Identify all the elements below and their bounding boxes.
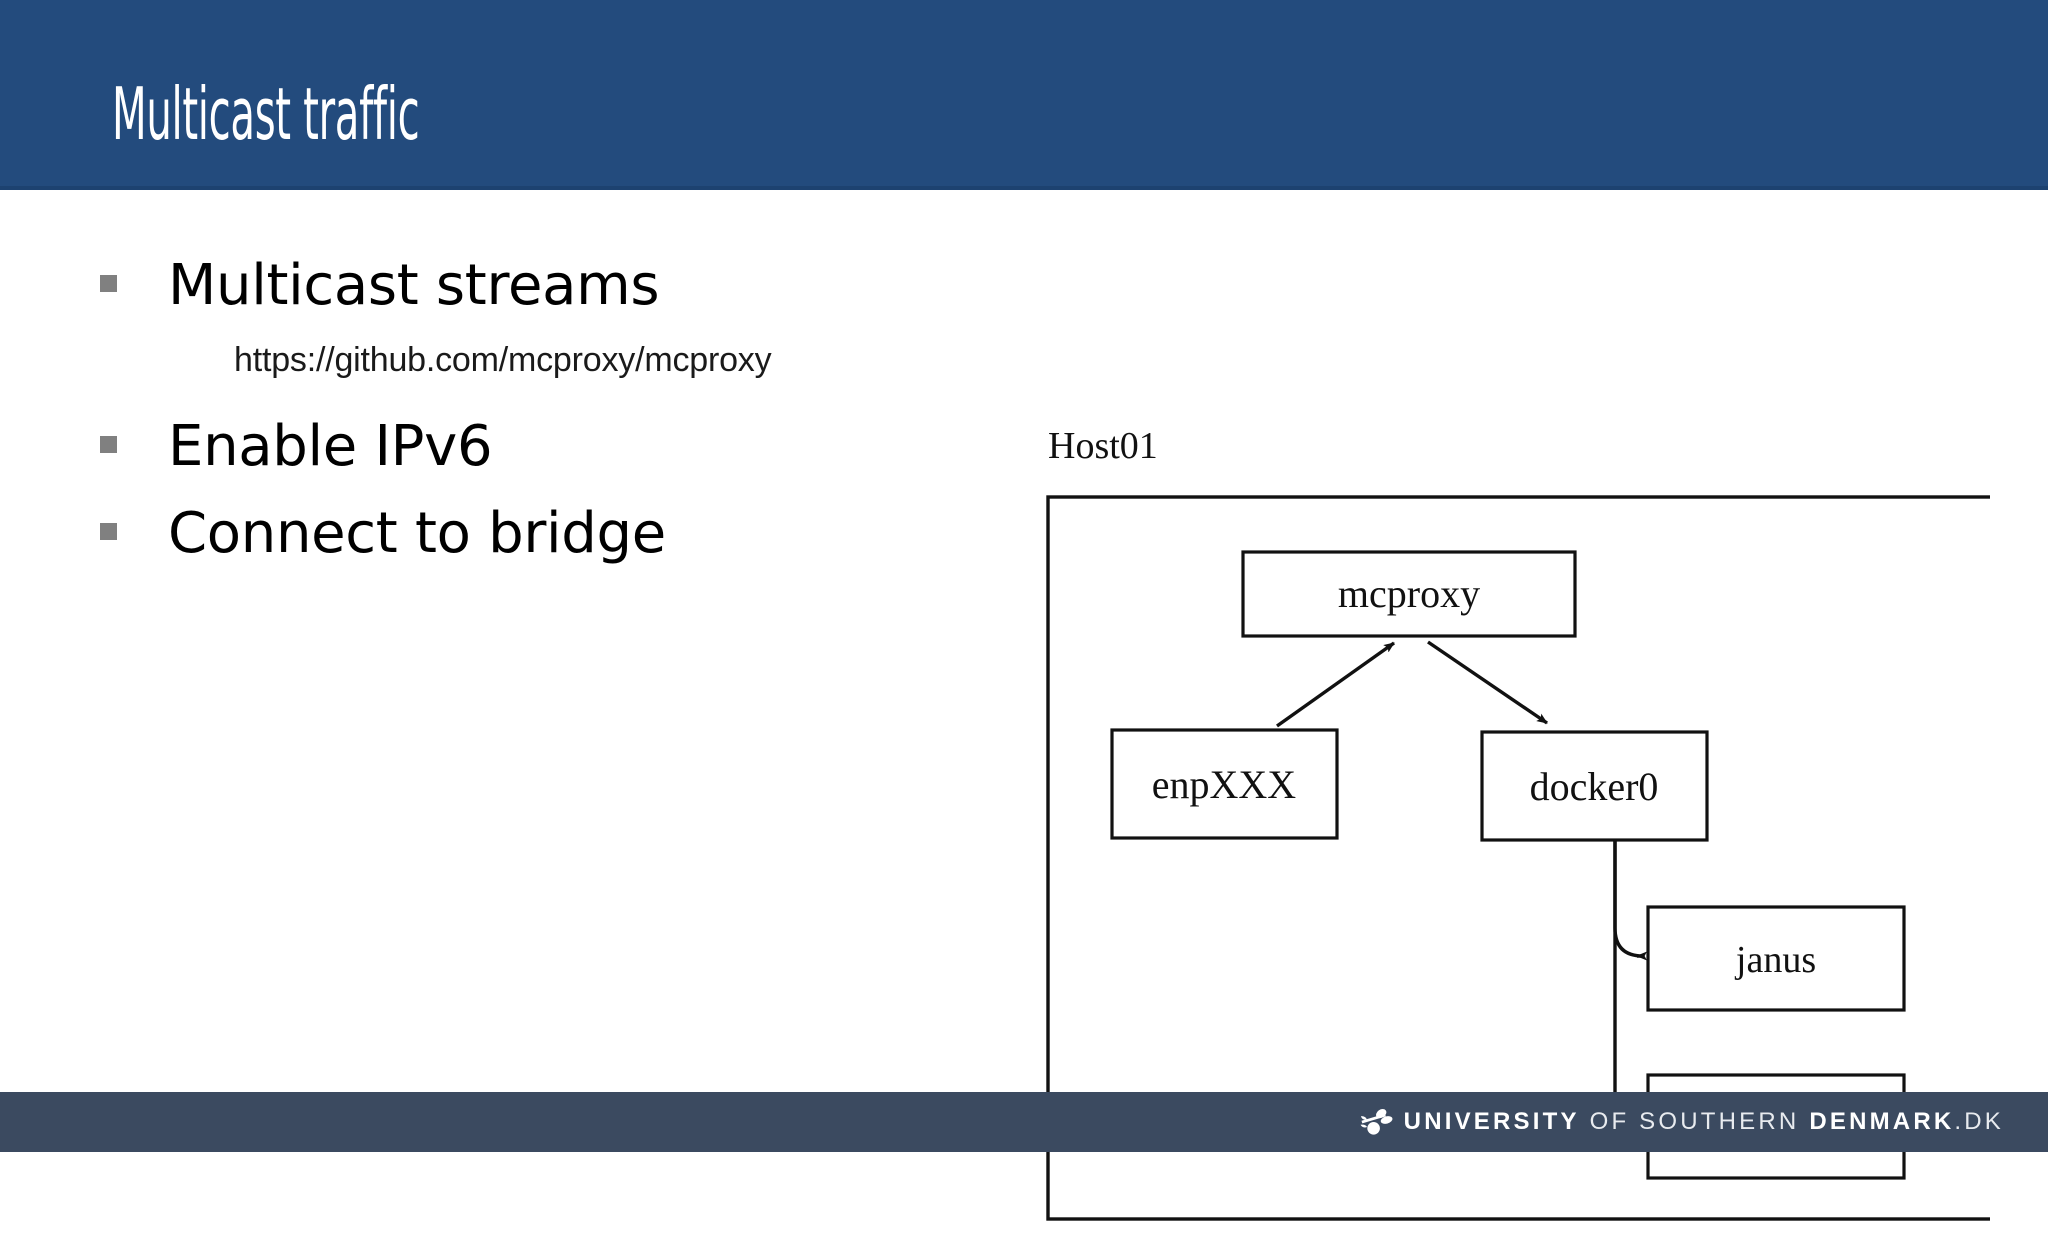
- node-enpxxx[interactable]: enpXXX: [1110, 728, 1339, 840]
- node-label-docker0: docker0: [1530, 764, 1659, 809]
- bullet-label-enable-ipv6: Enable IPv6: [168, 414, 493, 479]
- square-bullet-icon: [100, 436, 117, 453]
- footer-tld: .DK: [1954, 1108, 2004, 1135]
- leaf-berry-icon: [1360, 1109, 1393, 1135]
- footer-denmark: DENMARK: [1809, 1108, 1955, 1135]
- footer-of-southern: OF SOUTHERN: [1589, 1108, 1800, 1135]
- sdu-logo: UNIVERSITY OF SOUTHERN DENMARK.DK: [1359, 1092, 2004, 1152]
- mcproxy-repo-link[interactable]: https://github.com/mcproxy/mcproxy: [234, 341, 772, 379]
- bullet-label-connect-to-bridge: Connect to bridge: [168, 501, 666, 566]
- footer-university: UNIVERSITY: [1403, 1108, 1580, 1135]
- node-label-enpxxx: enpXXX: [1152, 762, 1297, 807]
- square-bullet-icon: [100, 275, 117, 292]
- node-label-mcproxy: mcproxy: [1338, 571, 1480, 616]
- node-label-janus-1: janus: [1734, 939, 1816, 981]
- node-docker0[interactable]: docker0: [1480, 730, 1709, 842]
- footer-wordmark: UNIVERSITY OF SOUTHERN DENMARK.DK: [1404, 1108, 2004, 1136]
- list-item: Multicast streams: [100, 245, 970, 326]
- square-bullet-icon: [100, 523, 117, 540]
- edge-enpxxx-to-mcproxy: [1276, 641, 1395, 728]
- slide-header-band: Multicast traffic: [0, 0, 2048, 190]
- edge-mcproxy-to-docker0: [1427, 640, 1548, 725]
- bullet-label-multicast-streams: Multicast streams: [168, 253, 660, 318]
- node-mcproxy[interactable]: mcproxy: [1241, 550, 1577, 638]
- slide-footer-band: UNIVERSITY OF SOUTHERN DENMARK.DK: [0, 1092, 2048, 1152]
- list-item: Enable IPv6: [100, 406, 970, 487]
- node-janus-1[interactable]: janus: [1646, 905, 1906, 1012]
- host-label: Host01: [1048, 425, 1158, 467]
- page-title: Multicast traffic: [112, 72, 420, 156]
- bullet-list: Multicast streams https://github.com/mcp…: [100, 245, 970, 580]
- slide-content: Multicast streams https://github.com/mcp…: [0, 190, 2048, 1221]
- list-item: Connect to bridge: [100, 493, 970, 574]
